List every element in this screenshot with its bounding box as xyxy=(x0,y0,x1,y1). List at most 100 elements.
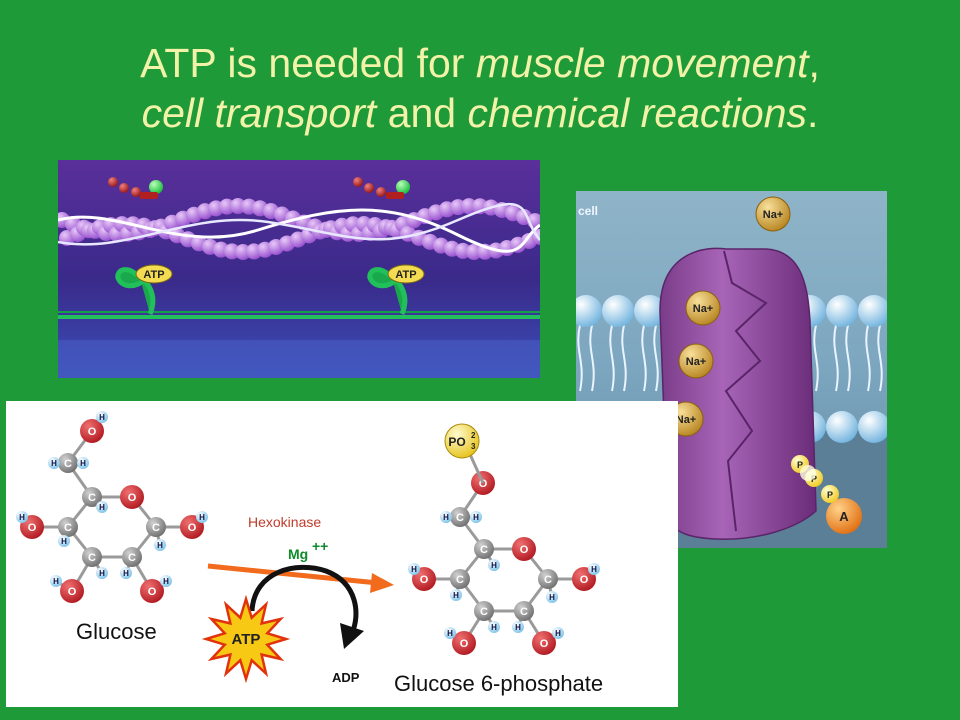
hydrogen-atom: H xyxy=(196,511,208,523)
svg-text:PO: PO xyxy=(448,435,465,449)
svg-text:H: H xyxy=(491,623,497,632)
svg-text:C: C xyxy=(152,522,160,534)
svg-text:O: O xyxy=(68,586,77,598)
svg-text:O: O xyxy=(520,544,529,556)
lipid-head xyxy=(576,295,602,327)
svg-text:H: H xyxy=(199,513,205,522)
atp-burst: ATP xyxy=(201,594,291,684)
carbon-atom: C xyxy=(122,547,142,567)
svg-text:H: H xyxy=(53,577,59,586)
oxygen-atom: O xyxy=(120,485,144,509)
svg-text:H: H xyxy=(51,459,57,468)
sodium-ion: Na+ xyxy=(678,343,714,379)
svg-text:O: O xyxy=(540,638,549,650)
svg-text:C: C xyxy=(456,512,464,524)
svg-text:A: A xyxy=(839,509,849,524)
sodium-ion: Na+ xyxy=(685,290,721,326)
svg-text:H: H xyxy=(61,537,67,546)
svg-text:++: ++ xyxy=(312,538,328,554)
title-line-2: cell transport and chemical reactions. xyxy=(0,88,960,138)
hydrogen-atom: H xyxy=(48,457,60,469)
hydrogen-atom: H xyxy=(96,411,108,423)
svg-text:3: 3 xyxy=(471,442,476,451)
svg-text:H: H xyxy=(453,591,459,600)
svg-text:ATP: ATP xyxy=(232,631,261,648)
svg-text:P: P xyxy=(797,460,803,470)
carbon-atom: C xyxy=(514,601,534,621)
svg-text:C: C xyxy=(128,552,136,564)
hydrogen-atom: H xyxy=(444,627,456,639)
svg-text:O: O xyxy=(420,574,429,586)
svg-text:O: O xyxy=(479,478,488,490)
title-line-1: ATP is needed for muscle movement, xyxy=(0,38,960,88)
hydrogen-atom: H xyxy=(120,567,132,579)
myosin-head-2: ATP xyxy=(367,264,425,315)
title-segment: muscle movement xyxy=(475,40,809,86)
svg-text:O: O xyxy=(460,638,469,650)
hydrogen-atom: H xyxy=(488,621,500,633)
svg-text:H: H xyxy=(411,565,417,574)
svg-text:O: O xyxy=(148,586,157,598)
carbon-atom: C xyxy=(538,569,558,589)
hydrogen-atom: H xyxy=(588,563,600,575)
svg-text:H: H xyxy=(99,503,105,512)
svg-text:H: H xyxy=(99,413,105,422)
atp-molecule: A P P P xyxy=(791,455,862,534)
title-segment: . xyxy=(807,90,819,136)
svg-text:O: O xyxy=(28,522,37,534)
oxygen-atom: O xyxy=(512,537,536,561)
title-segment: chemical reactions xyxy=(467,90,808,136)
lipid-head xyxy=(826,295,858,327)
hydrogen-atom: H xyxy=(512,621,524,633)
atp-label-2: ATP xyxy=(395,269,416,281)
svg-text:C: C xyxy=(480,544,488,556)
svg-text:Na+: Na+ xyxy=(693,303,714,315)
lipid-head xyxy=(602,295,634,327)
carbon-atom: C xyxy=(58,517,78,537)
svg-text:C: C xyxy=(520,606,528,618)
hydrogen-atom: H xyxy=(552,627,564,639)
oxygen-atom: O xyxy=(60,579,84,603)
svg-text:H: H xyxy=(80,459,86,468)
muscle-contraction-image: ATP ATP xyxy=(58,160,540,378)
svg-text:C: C xyxy=(88,552,96,564)
troponin-complex-2 xyxy=(353,177,410,199)
carbon-atom: C xyxy=(450,569,470,589)
svg-text:O: O xyxy=(188,522,197,534)
svg-text:C: C xyxy=(456,574,464,586)
phosphate-group: PO 2 3 xyxy=(444,423,485,484)
hydrogen-atom: H xyxy=(58,535,70,547)
cell-label-top: cell xyxy=(578,204,598,218)
hydrogen-atom: H xyxy=(77,457,89,469)
svg-text:O: O xyxy=(128,492,137,504)
svg-text:H: H xyxy=(99,569,105,578)
svg-text:C: C xyxy=(64,458,72,470)
carbon-atom: C xyxy=(82,487,102,507)
myosin-head-1: ATP xyxy=(115,264,173,315)
glucose-label: Glucose xyxy=(76,619,157,644)
svg-text:H: H xyxy=(157,541,163,550)
svg-text:H: H xyxy=(447,629,453,638)
oxygen-atom: O xyxy=(140,579,164,603)
hydrogen-atom: H xyxy=(96,501,108,513)
lipid-head xyxy=(858,411,887,443)
cofactor-label: Mg ++ xyxy=(288,538,328,562)
carbon-atom: C xyxy=(474,539,494,559)
hydrogen-atom: H xyxy=(450,589,462,601)
atp-to-adp-arrow xyxy=(249,564,364,649)
hydrogen-atom: H xyxy=(470,511,482,523)
svg-text:2: 2 xyxy=(471,431,476,440)
lipid-head xyxy=(634,295,666,327)
sodium-ion: Na+ xyxy=(755,196,791,232)
reaction-arrow xyxy=(207,563,394,593)
svg-text:C: C xyxy=(544,574,552,586)
svg-text:H: H xyxy=(123,569,129,578)
carbon-atom: C xyxy=(474,601,494,621)
svg-text:C: C xyxy=(64,522,72,534)
hydrogen-atom: H xyxy=(16,511,28,523)
title-segment: , xyxy=(808,40,820,86)
carbon-atom: C xyxy=(82,547,102,567)
hydrogen-atom: H xyxy=(154,539,166,551)
oxygen-atom: O xyxy=(532,631,556,655)
